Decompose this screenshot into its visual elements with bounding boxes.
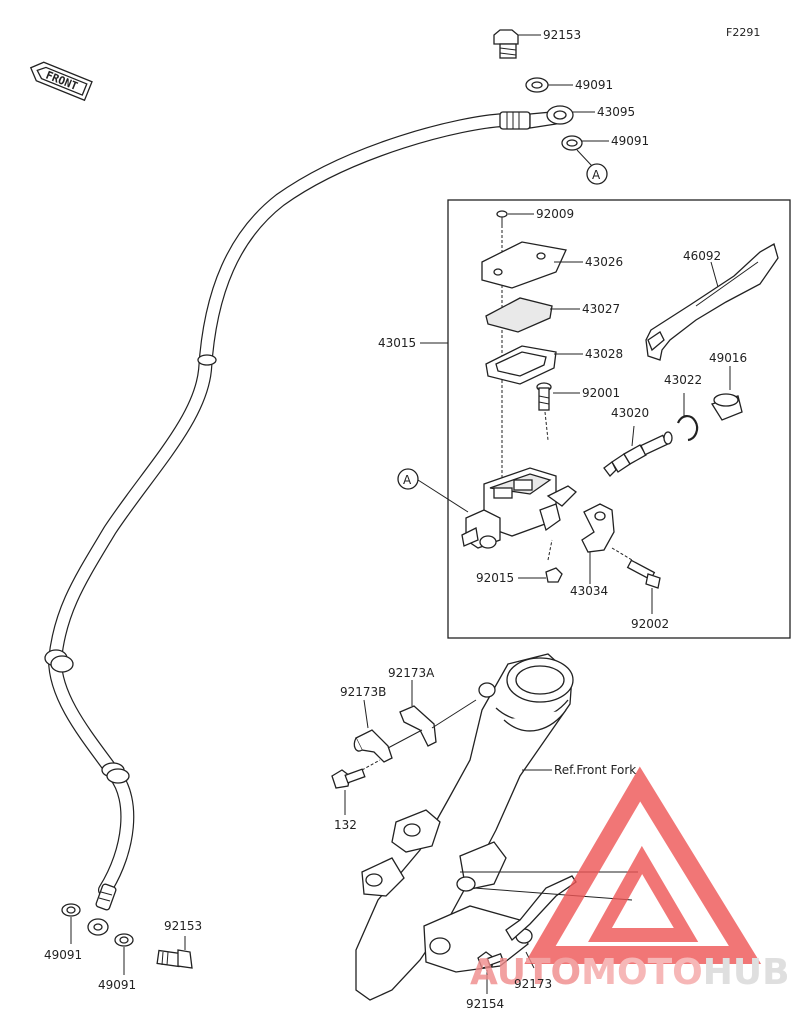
callout-a-body-label: A [403,473,412,487]
hose-upper-fitting [499,111,557,130]
label-92153-bottom: 92153 [164,919,202,933]
washer-top-2 [561,135,583,151]
part-labels: 92153 49091 43095 49091 92009 43026 4302… [44,28,747,1011]
brake-hose [44,111,557,911]
hose-grommet-middle [44,649,74,673]
label-43022: 43022 [664,373,702,387]
bolt-92001 [536,382,552,441]
watermark-hub: HUB [703,952,790,993]
label-92002: 92002 [631,617,669,631]
reservoir-cap-43026 [481,241,567,289]
callout-a-body [397,468,419,490]
front-direction-arrow: FRONT [29,61,93,102]
label-92173B: 92173B [340,685,386,699]
master-cylinder-frame [447,199,791,639]
brake-lever-46092 [645,243,779,361]
hose-fitting-43095 [546,105,574,125]
label-43028: 43028 [585,347,623,361]
figure-id: F2291 [726,26,760,39]
bolt-92002 [626,559,661,589]
watermark-moto: MOTO [581,952,703,993]
label-92153-top: 92153 [543,28,581,42]
label-92015: 92015 [476,571,514,585]
hose-clamp-92173A [399,705,437,747]
diaphragm-plate-43027 [485,297,553,333]
watermark-auto: AUTO [470,952,581,993]
bolt-132 [331,768,366,789]
watermark-triangle [524,766,762,964]
hose-banjo-bottom [87,918,109,936]
label-43020: 43020 [611,406,649,420]
label-92001: 92001 [582,386,620,400]
watermark-text: AUTOMOTOHUB [470,952,790,993]
label-43026: 43026 [585,255,623,269]
hose-grommet-upper [197,354,217,366]
banjo-bolt-bottom [156,949,193,969]
label-43095: 43095 [597,105,635,119]
label-49091-bottom-2: 49091 [98,978,136,992]
diaphragm-43028 [485,345,557,385]
label-92173A: 92173A [388,666,435,680]
front-fork-reference [355,653,574,1001]
washer-bottom-1 [61,903,81,917]
label-46092: 46092 [683,249,721,263]
washer-top-1 [525,77,549,93]
label-92173: 92173 [514,977,552,991]
callout-a-top-label: A [592,168,601,182]
circlip-43022 [676,414,699,442]
label-49091-top-1: 49091 [575,78,613,92]
callout-a-top [586,163,608,185]
handlebar-clamp-43034 [581,503,615,553]
watermark-triangle-inner [588,845,699,942]
hose-clamp-92173B [353,729,393,763]
label-49016: 49016 [709,351,747,365]
master-cylinder-body [461,467,577,549]
label-49091-top-2: 49091 [611,134,649,148]
nut-92015 [545,567,563,583]
label-92009: 92009 [536,207,574,221]
label-43034: 43034 [570,584,608,598]
watermark: AUTOMOTOHUB [470,766,790,993]
hose-lower-fitting [95,883,117,911]
banjo-bolt-top [493,29,519,59]
bushing-49016 [711,393,743,421]
label-ref-front-fork: Ref.Front Fork [554,763,636,777]
label-132: 132 [334,818,357,832]
label-49091-bottom-1: 49091 [44,948,82,962]
washer-bottom-2 [114,933,134,947]
bolt-92154 [477,951,504,969]
label-43015: 43015 [378,336,416,350]
label-43027: 43027 [582,302,620,316]
piston-assembly-43020 [603,431,673,477]
hose-grommet-lower [101,762,130,784]
label-92154: 92154 [466,997,504,1011]
